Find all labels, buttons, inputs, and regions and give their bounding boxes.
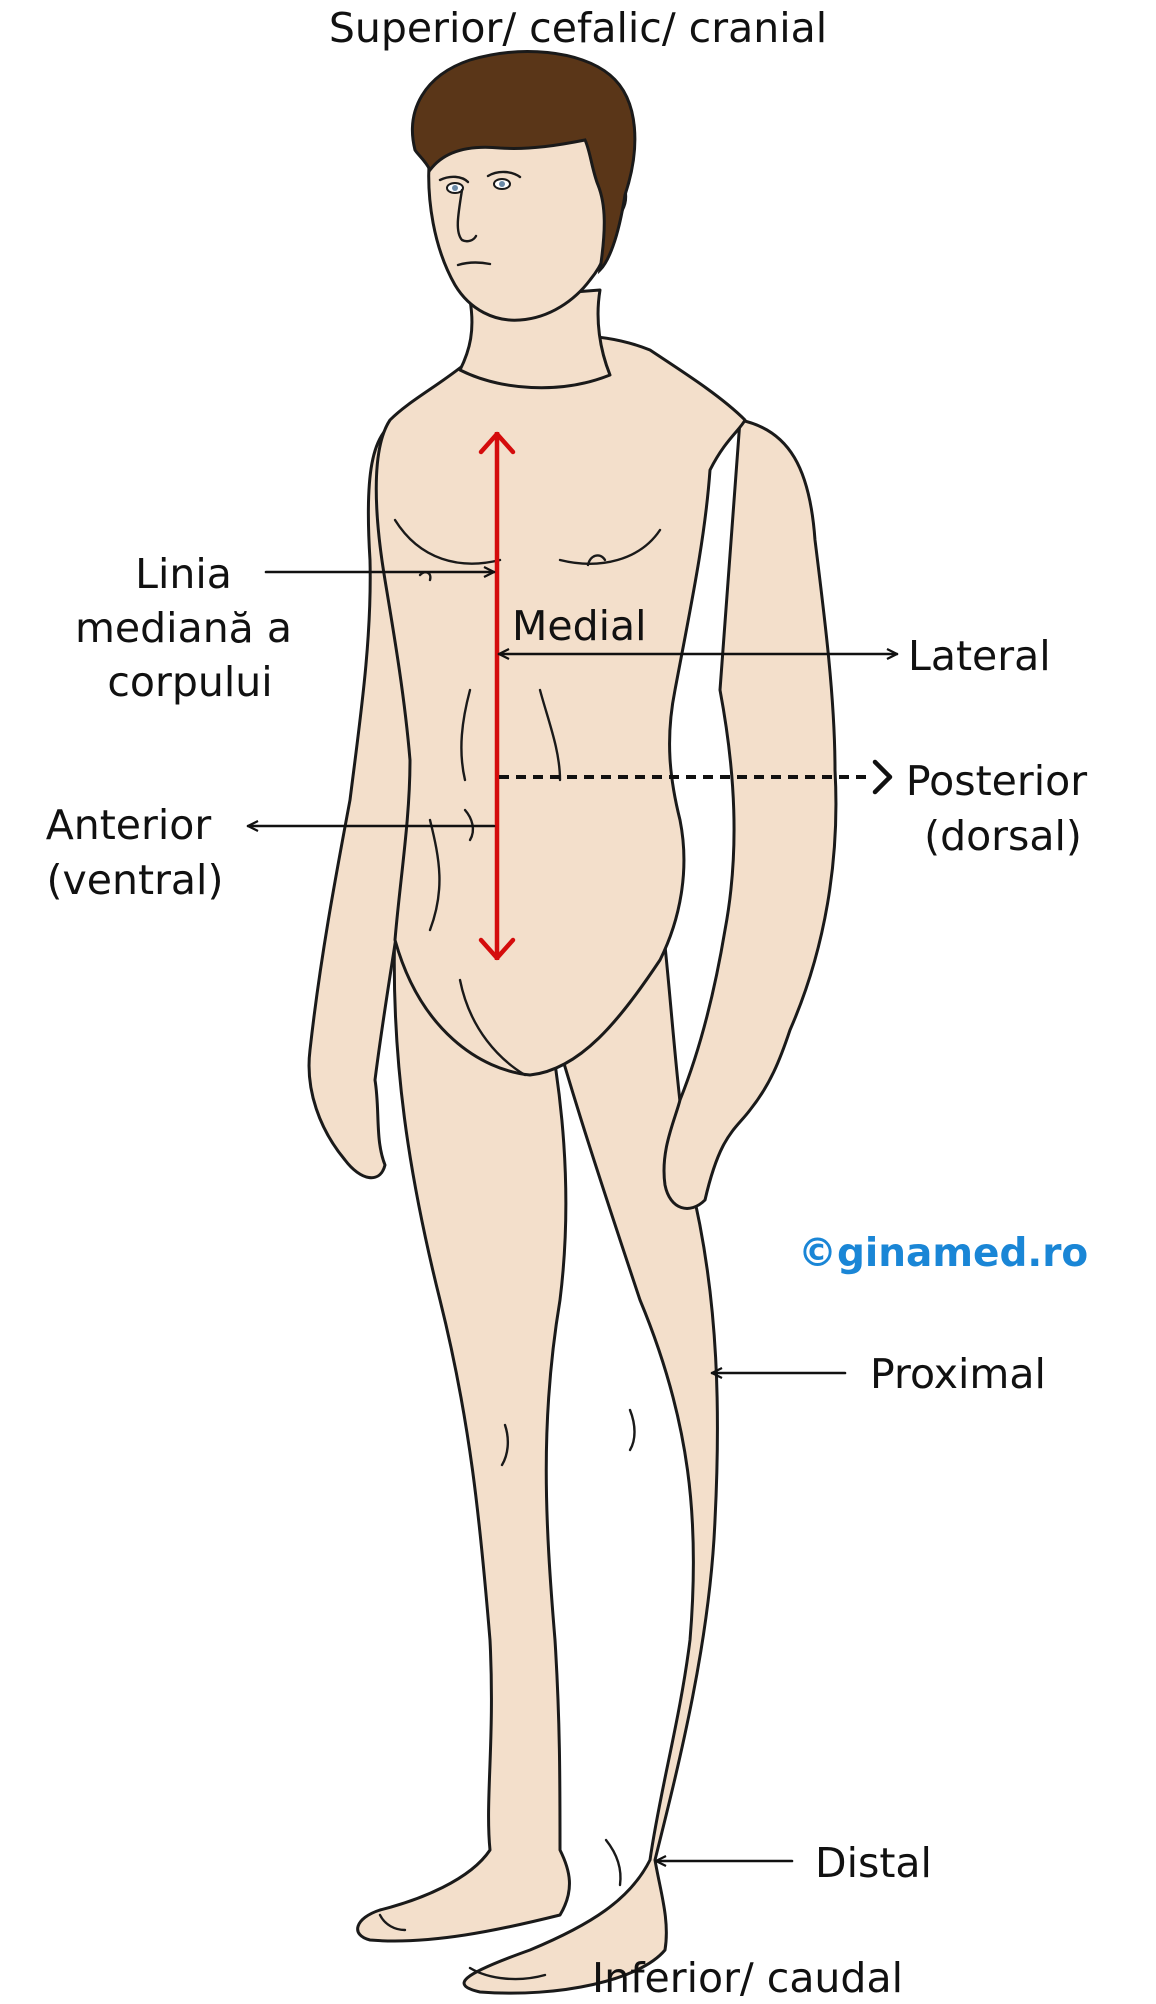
posterior-arrowhead [872, 759, 893, 795]
right-leg [462, 898, 719, 1995]
median-line-arrow [478, 431, 516, 961]
label-anterior: Anterior (ventral) [46, 801, 225, 904]
label-lateral: Lateral [908, 632, 1051, 680]
label-superior: Superior/ cefalic/ cranial [329, 4, 827, 52]
label-medial: Medial [512, 602, 647, 650]
credit-watermark: ©ginamed.ro [798, 1231, 1088, 1276]
label-posterior: Posterior (dorsal) [906, 757, 1100, 860]
pointer-lines [246, 572, 899, 1861]
label-median-line: Linia mediană a corpului [75, 550, 305, 706]
label-inferior: Inferior/ caudal [592, 1954, 903, 2002]
hair [410, 50, 637, 275]
left-leg [356, 918, 571, 1943]
labels: Superior/ cefalic/ cranial Linia mediană… [46, 4, 1100, 2002]
human-figure-illustration [307, 50, 838, 1995]
label-distal: Distal [815, 1839, 932, 1887]
torso [374, 334, 747, 1077]
figure-details [378, 170, 662, 1981]
right-arm [662, 418, 838, 1210]
label-proximal: Proximal [870, 1350, 1046, 1398]
